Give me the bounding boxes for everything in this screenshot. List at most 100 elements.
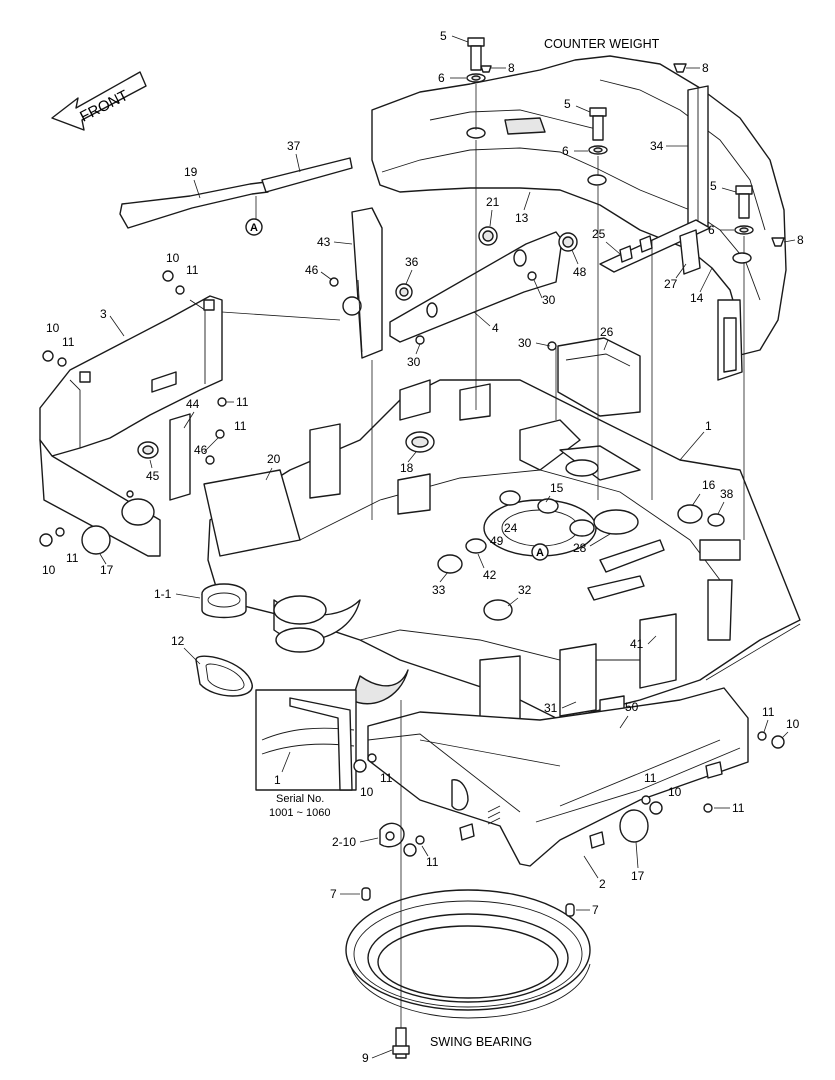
callout-37: 37 [287,139,301,153]
ref-a-frame: A [536,547,544,559]
ref-a-top: A [250,222,258,234]
callout-18: 18 [400,461,414,475]
callout-5: 5 [710,179,717,193]
callout-14: 14 [690,291,704,305]
callout-44: 44 [186,397,200,411]
callout-1: 1 [274,773,281,787]
ref-marker-frame: A [531,543,549,561]
grommets-21-48 [478,226,578,252]
counterweight-bolt-set-b [588,107,608,176]
callout-30: 30 [518,336,532,350]
bolt-9 [392,700,410,1059]
callout-11: 11 [66,551,79,565]
callout-30: 30 [407,355,421,369]
serial-label: Serial No. [276,793,324,805]
callout-17: 17 [631,869,645,883]
serial-range: 1001 ~ 1060 [269,807,330,819]
callout-12: 12 [171,634,185,648]
part-43-bracket [342,207,383,359]
part-26-bracket [557,337,641,417]
callout-4: 4 [492,321,499,335]
part-12-seal [195,655,253,697]
callout-10: 10 [668,785,682,799]
frame-grommets [137,431,725,621]
front-arrow: FRONT [51,71,147,131]
callout-42: 42 [483,568,497,582]
callout-1: 1 [705,419,712,433]
part-2-10-plate [379,822,405,848]
part-2-undercover [367,687,749,867]
callout-27: 27 [664,277,678,291]
callout-5: 5 [564,97,571,111]
callout-6: 6 [562,144,569,158]
callout-30: 30 [542,293,556,307]
callout-10: 10 [42,563,56,577]
callout-10: 10 [786,717,800,731]
callout-50: 50 [625,700,639,714]
swing-bearing [345,889,591,1019]
callout-15: 15 [550,481,564,495]
callout-20: 20 [267,452,281,466]
callout-9: 9 [362,1051,369,1065]
callout-11: 11 [426,855,439,869]
callout-3: 3 [100,307,107,321]
callout-13: 13 [515,211,529,225]
callout-32: 32 [518,583,532,597]
swing-bearing-title: SWING BEARING [430,1035,532,1049]
callout-45: 45 [146,469,160,483]
callout-11: 11 [762,705,775,719]
callout-21: 21 [486,195,500,209]
callout-11: 11 [732,801,745,815]
part-25-27-bracket [599,219,711,275]
callout-26: 26 [600,325,614,339]
callout-31: 31 [544,701,558,715]
callout-46: 46 [305,263,319,277]
counter-weight [371,55,787,381]
part-34-bracket [687,85,709,233]
callout-17: 17 [100,563,114,577]
callout-10: 10 [166,251,180,265]
callout-10: 10 [46,321,60,335]
callout-11: 11 [236,395,249,409]
callout-24: 24 [504,521,518,535]
callout-6: 6 [438,71,445,85]
counterweight-bolt-set-c [734,185,754,254]
callout-33: 33 [432,583,446,597]
callouts: 5 6 8 8 5 6 34 5 6 8 37 19 13 21 25 27 1… [42,29,804,1065]
callout-38: 38 [720,487,734,501]
ref-marker-top: A [245,218,263,236]
part-3-side-cover [39,295,223,557]
callout-7: 7 [330,887,337,901]
callout-5: 5 [440,29,447,43]
callout-16: 16 [702,478,716,492]
callout-28: 28 [573,541,587,555]
serial-inset: Serial No. 1001 ~ 1060 [255,689,357,819]
callout-11: 11 [380,771,393,785]
callout-11: 11 [644,771,657,785]
pins-7 [361,887,575,917]
callout-11: 11 [234,419,247,433]
callout-8: 8 [702,61,709,75]
callout-46: 46 [194,443,208,457]
small-fasteners [39,270,785,857]
part-19-37-strips [119,157,353,229]
counterweight-bolt-set-a [466,37,492,130]
guide-lines [221,140,801,767]
callout-19: 19 [184,165,198,179]
callout-10: 10 [360,785,374,799]
callout-48: 48 [573,265,587,279]
counter-weight-title: COUNTER WEIGHT [544,37,660,51]
callout-11: 11 [62,335,75,349]
callout-25: 25 [592,227,606,241]
callout-36: 36 [405,255,419,269]
callout-1-1: 1-1 [154,587,172,601]
callout-8: 8 [508,61,515,75]
callout-34: 34 [650,139,664,153]
part-1-1-bushing [201,583,247,619]
callout-2: 2 [599,877,606,891]
callout-43: 43 [317,235,331,249]
callout-11: 11 [186,263,199,277]
callout-8: 8 [797,233,804,247]
callout-41: 41 [630,637,644,651]
